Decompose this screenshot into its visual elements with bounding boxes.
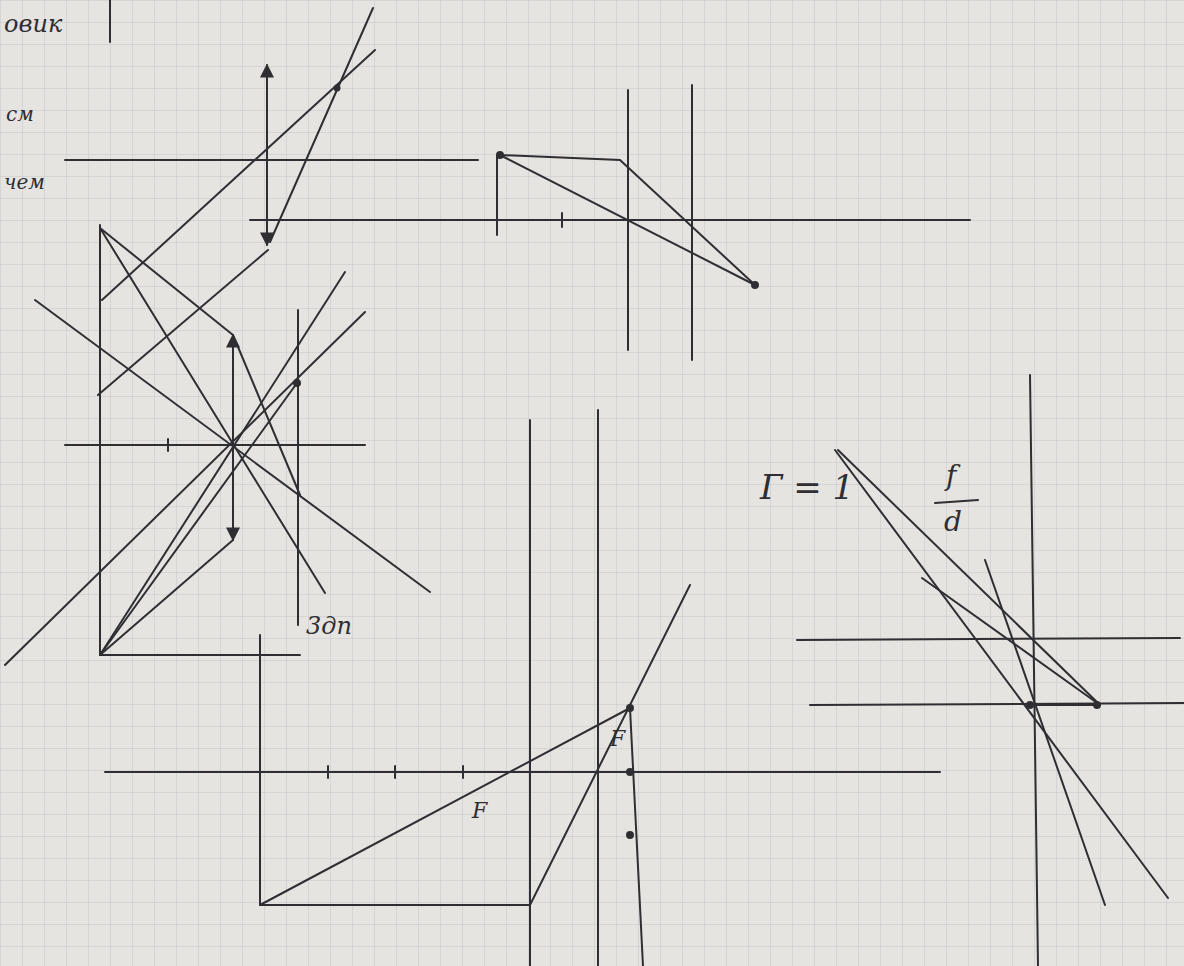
focus-label: F [610, 728, 625, 750]
axis [797, 638, 1180, 640]
formula-numerator: f [946, 462, 956, 490]
frame-line [99, 225, 101, 655]
lens [266, 65, 268, 245]
object [496, 155, 498, 235]
point [627, 769, 633, 775]
point [497, 152, 503, 158]
ray [35, 300, 430, 592]
note-text: чем [4, 172, 45, 192]
point [335, 86, 340, 91]
ray [500, 155, 755, 285]
ray [100, 540, 233, 655]
point [1027, 702, 1033, 708]
fraction-bar [935, 500, 978, 503]
point [627, 832, 633, 838]
tick [327, 766, 329, 778]
lens-line [529, 420, 531, 966]
ray [270, 8, 373, 242]
ray [835, 450, 1168, 898]
lens-line [597, 410, 599, 966]
point [1094, 702, 1100, 708]
ray [260, 708, 630, 905]
note-text: 3дп [306, 614, 352, 638]
note-text: см [6, 104, 34, 124]
lens-line [1030, 375, 1038, 966]
tick [394, 766, 396, 778]
ray [985, 560, 1105, 905]
ray [98, 250, 268, 395]
tick [561, 213, 563, 227]
point [294, 380, 300, 386]
optical-axis [250, 219, 970, 221]
ray [1030, 704, 1100, 706]
frame-line [259, 635, 261, 905]
optical-axis [810, 703, 1184, 705]
optical-axis [65, 444, 365, 446]
focal-line [297, 310, 299, 625]
tick [167, 439, 169, 451]
frame-line [100, 654, 300, 656]
ray [100, 272, 345, 655]
ray [838, 450, 1100, 705]
ray [65, 159, 478, 161]
lens [232, 335, 234, 540]
tick [462, 766, 464, 778]
header-text: овик [4, 12, 62, 36]
margin-line [109, 0, 111, 42]
ray [100, 228, 233, 335]
ray [100, 383, 297, 655]
ray [260, 904, 530, 906]
formula: Г = 1 [760, 470, 854, 504]
ray [500, 155, 755, 285]
point [627, 705, 633, 711]
point [752, 282, 758, 288]
formula-denominator: d [944, 508, 962, 536]
focal-line [691, 85, 693, 360]
focus-label: F [472, 800, 487, 822]
ray [922, 578, 1100, 705]
optical-axis [105, 771, 940, 773]
ray [5, 312, 365, 665]
ray [530, 585, 690, 905]
